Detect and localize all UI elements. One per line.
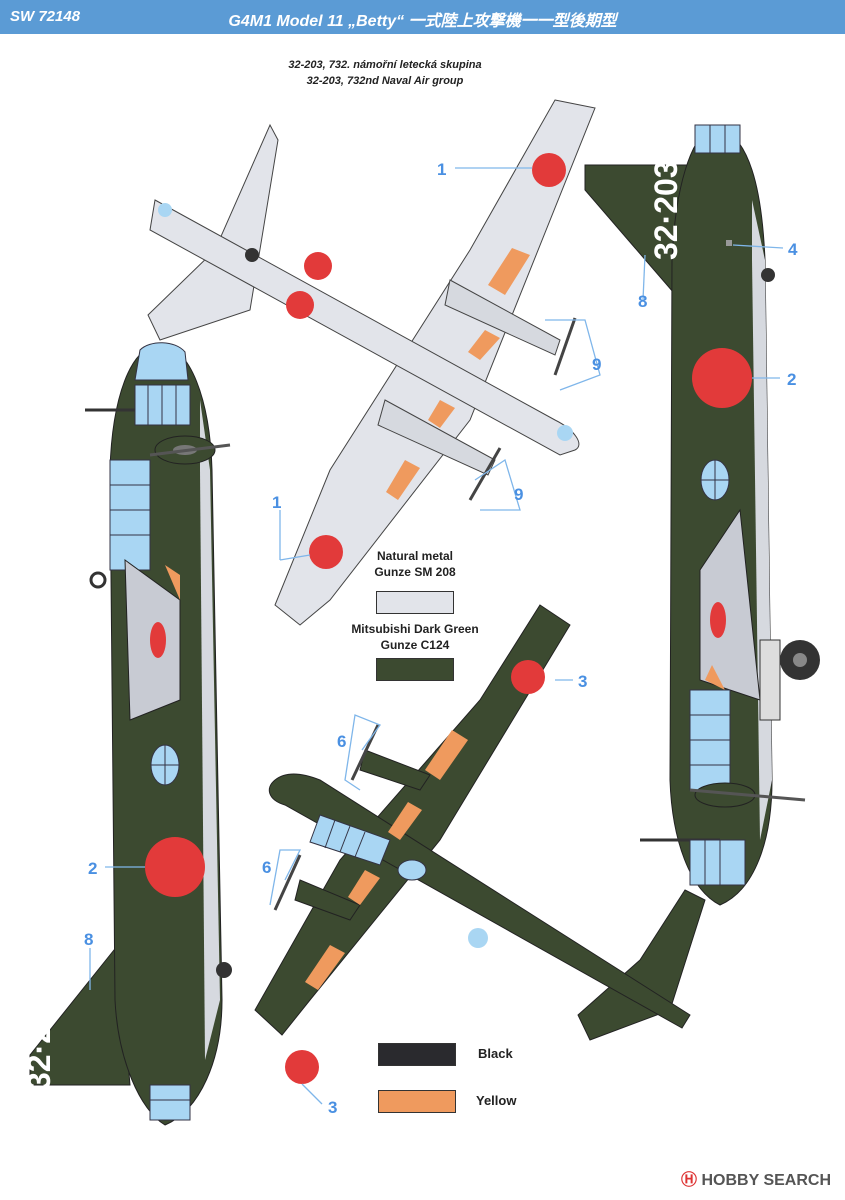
callout-9-upper: 9 <box>592 355 601 374</box>
dark-green-swatch <box>376 658 454 681</box>
yellow-label: Yellow <box>476 1093 517 1108</box>
dark-green-label: Mitsubishi Dark Green Gunze C124 <box>345 621 485 653</box>
dark-green-code: Gunze C124 <box>380 638 450 652</box>
callout-2-right: 2 <box>787 370 796 389</box>
natural-metal-label: Natural metal Gunze SM 208 <box>360 548 470 580</box>
caption-english: 32-203, 732nd Naval Air group <box>306 75 464 87</box>
callout-4: 4 <box>788 240 798 259</box>
callout-8-right: 8 <box>638 292 647 311</box>
left-tail-code: 32·203 <box>21 990 57 1090</box>
right-profile-view: 32·203 <box>584 124 820 906</box>
callout-3-bottom: 3 <box>328 1098 337 1117</box>
yellow-swatch <box>378 1090 456 1113</box>
callout-2-left: 2 <box>88 859 97 878</box>
brand-mark-icon: Ⓗ <box>681 1172 698 1189</box>
callout-3-top: 3 <box>578 672 587 691</box>
natural-metal-swatch <box>376 591 454 614</box>
underside-view <box>147 99 596 626</box>
callout-8-left: 8 <box>84 930 93 949</box>
callout-numbers: 1 1 2 2 3 3 4 6 6 8 8 9 9 <box>84 160 798 1117</box>
black-label: Black <box>478 1046 513 1061</box>
callout-6-lower: 6 <box>262 858 271 877</box>
page-title: G4M1 Model 11 „Betty“ 一式陸上攻撃機一一型後期型 <box>228 13 617 30</box>
callout-6-upper: 6 <box>337 732 346 751</box>
brand-name: HOBBY SEARCH <box>701 1172 832 1189</box>
callout-9-lower: 9 <box>514 485 523 504</box>
callout-1-top: 1 <box>437 160 446 179</box>
dark-green-name: Mitsubishi Dark Green <box>351 622 479 636</box>
left-profile-view: 32·203 <box>21 342 232 1126</box>
top-view <box>254 604 706 1084</box>
hobby-search-logo: Ⓗ HOBBY SEARCH <box>681 1166 831 1190</box>
callout-1-bottom: 1 <box>272 493 281 512</box>
black-swatch <box>378 1043 456 1066</box>
callout-lines <box>89 167 784 1105</box>
header-bar: SW 72148 G4M1 Model 11 „Betty“ 一式陸上攻撃機一一… <box>0 0 845 34</box>
right-tail-code: 32·203 <box>648 160 684 260</box>
natural-metal-name: Natural metal <box>376 549 454 563</box>
kit-code: SW 72148 <box>10 8 81 25</box>
natural-metal-code: Gunze SM 208 <box>374 565 456 579</box>
caption-czech: 32-203, 732. námořní letecká skupina <box>288 59 482 71</box>
